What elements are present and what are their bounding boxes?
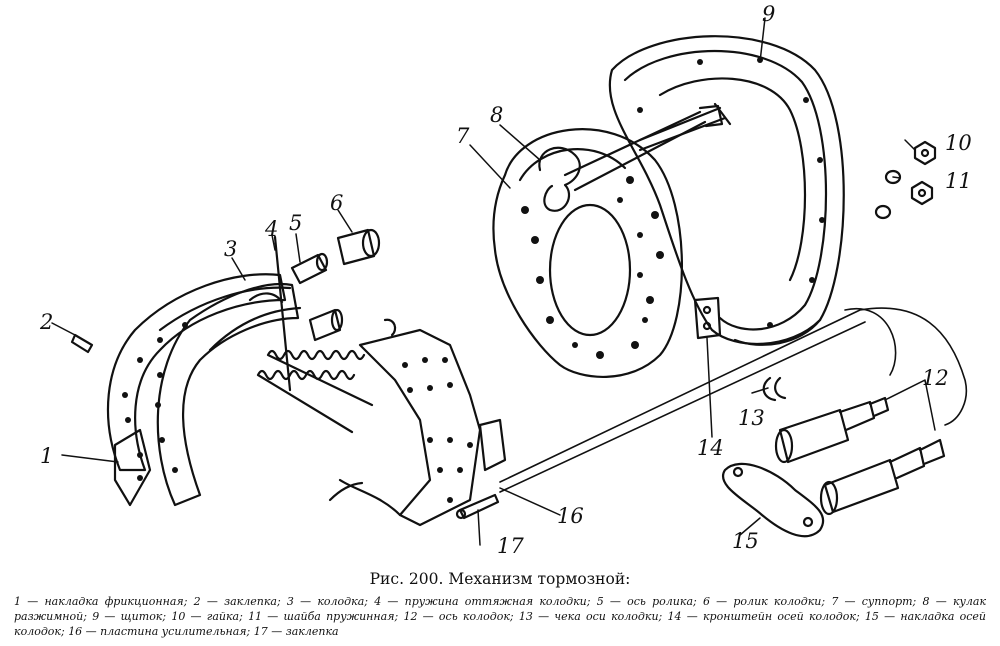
legend-item-8: 8 — кулак разжимной;	[14, 595, 987, 623]
legend-item-5: 5 — ось ролика;	[596, 595, 703, 608]
return-springs-part	[256, 235, 374, 434]
figure-legend: 1 — накладка фрикционная; 2 — заклепка; …	[14, 594, 986, 639]
rivet-17-part	[455, 493, 500, 520]
callout-15: 15	[732, 529, 759, 553]
callout-1: 1	[40, 444, 53, 468]
shoe-axles-part	[774, 396, 946, 516]
callout-14: 14	[697, 436, 724, 460]
callout-2: 2	[39, 310, 53, 334]
legend-item-16: 16 — пластина усилительная;	[68, 625, 254, 638]
legend-item-3: 3 — колодка;	[286, 595, 375, 608]
brake-mechanism-diagram: 1 2 3 4 5 6 7 8 9 10 11 12 13 14 15 16 1…	[39, 2, 972, 558]
callout-17: 17	[497, 534, 524, 558]
dust-shield-part	[608, 35, 845, 346]
callout-7: 7	[456, 124, 470, 148]
callout-6: 6	[330, 191, 343, 215]
legend-item-15: 15 — накладка осей колодок;	[14, 610, 986, 638]
shoe-axle-bracket-part	[693, 296, 722, 340]
legend-item-12: 12 — ось колодок;	[403, 610, 519, 623]
brake-shoe-left-part	[70, 273, 302, 507]
axle-plate-part	[721, 462, 825, 538]
expanding-cam-part	[538, 104, 724, 212]
legend-item-2: 2 — заклепка;	[193, 595, 287, 608]
legend-item-6: 6 — ролик колодки;	[702, 595, 832, 608]
callout-16: 16	[557, 504, 584, 528]
legend-item-11: 11 — шайба пружинная;	[248, 610, 404, 623]
callout-11: 11	[945, 169, 972, 193]
callout-3: 3	[224, 237, 237, 261]
legend-item-14: 14 — кронштейн осей колодок;	[667, 610, 865, 623]
support-plate-part	[492, 128, 683, 379]
callout-12: 12	[922, 366, 949, 390]
legend-item-17: 17 — заклепка	[253, 625, 339, 638]
callout-4: 4	[264, 217, 278, 241]
callout-5: 5	[289, 211, 302, 235]
legend-item-1: 1 — накладка фрикционная;	[14, 595, 194, 608]
axle-pin-part	[762, 376, 787, 402]
legend-item-9: 9 — щиток;	[92, 610, 172, 623]
callout-13: 13	[738, 406, 765, 430]
rollers-part	[290, 228, 381, 342]
legend-item-7: 7 — суппорт;	[831, 595, 923, 608]
legend-item-10: 10 — гайка;	[171, 610, 249, 623]
legend-item-4: 4 — пружина оттяжная колодки;	[374, 595, 597, 608]
callout-8: 8	[490, 103, 503, 127]
nuts-and-washers-part	[874, 140, 937, 220]
callout-9: 9	[762, 2, 775, 26]
callout-10: 10	[945, 131, 972, 155]
legend-item-13: 13 — чека оси колодки;	[518, 610, 668, 623]
brake-shoe-right-part	[328, 318, 507, 527]
figure-caption: Рис. 200. Механизм тормозной:	[369, 570, 631, 588]
